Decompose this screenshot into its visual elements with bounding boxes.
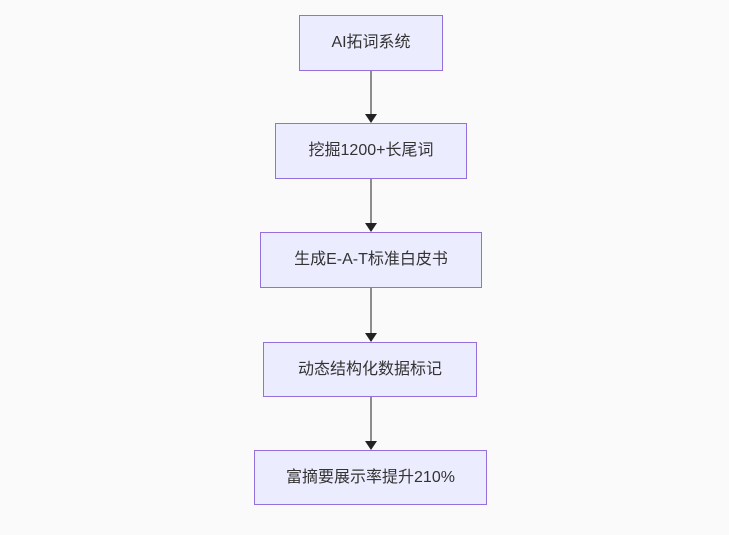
- arrow-line: [370, 397, 372, 442]
- arrowhead-down-icon: [365, 333, 377, 342]
- flowchart-node-structured-data-markup: 动态结构化数据标记: [263, 342, 477, 397]
- arrowhead-down-icon: [365, 441, 377, 450]
- flowchart-node-ai-word-expansion: AI拓词系统: [299, 15, 443, 71]
- arrow-line: [370, 179, 372, 224]
- arrowhead-down-icon: [365, 114, 377, 123]
- flowchart-node-eat-whitepaper: 生成E-A-T标准白皮书: [260, 232, 482, 288]
- arrow-line: [370, 288, 372, 334]
- flow-arrow-2: [365, 179, 377, 232]
- flowchart-node-rich-snippet-rate: 富摘要展示率提升210%: [254, 450, 487, 505]
- flow-arrow-3: [365, 288, 377, 342]
- flow-arrow-4: [365, 397, 377, 450]
- flowchart-node-longtail-keywords: 挖掘1200+长尾词: [275, 123, 467, 179]
- arrow-line: [370, 71, 372, 115]
- arrowhead-down-icon: [365, 223, 377, 232]
- flow-arrow-1: [365, 71, 377, 123]
